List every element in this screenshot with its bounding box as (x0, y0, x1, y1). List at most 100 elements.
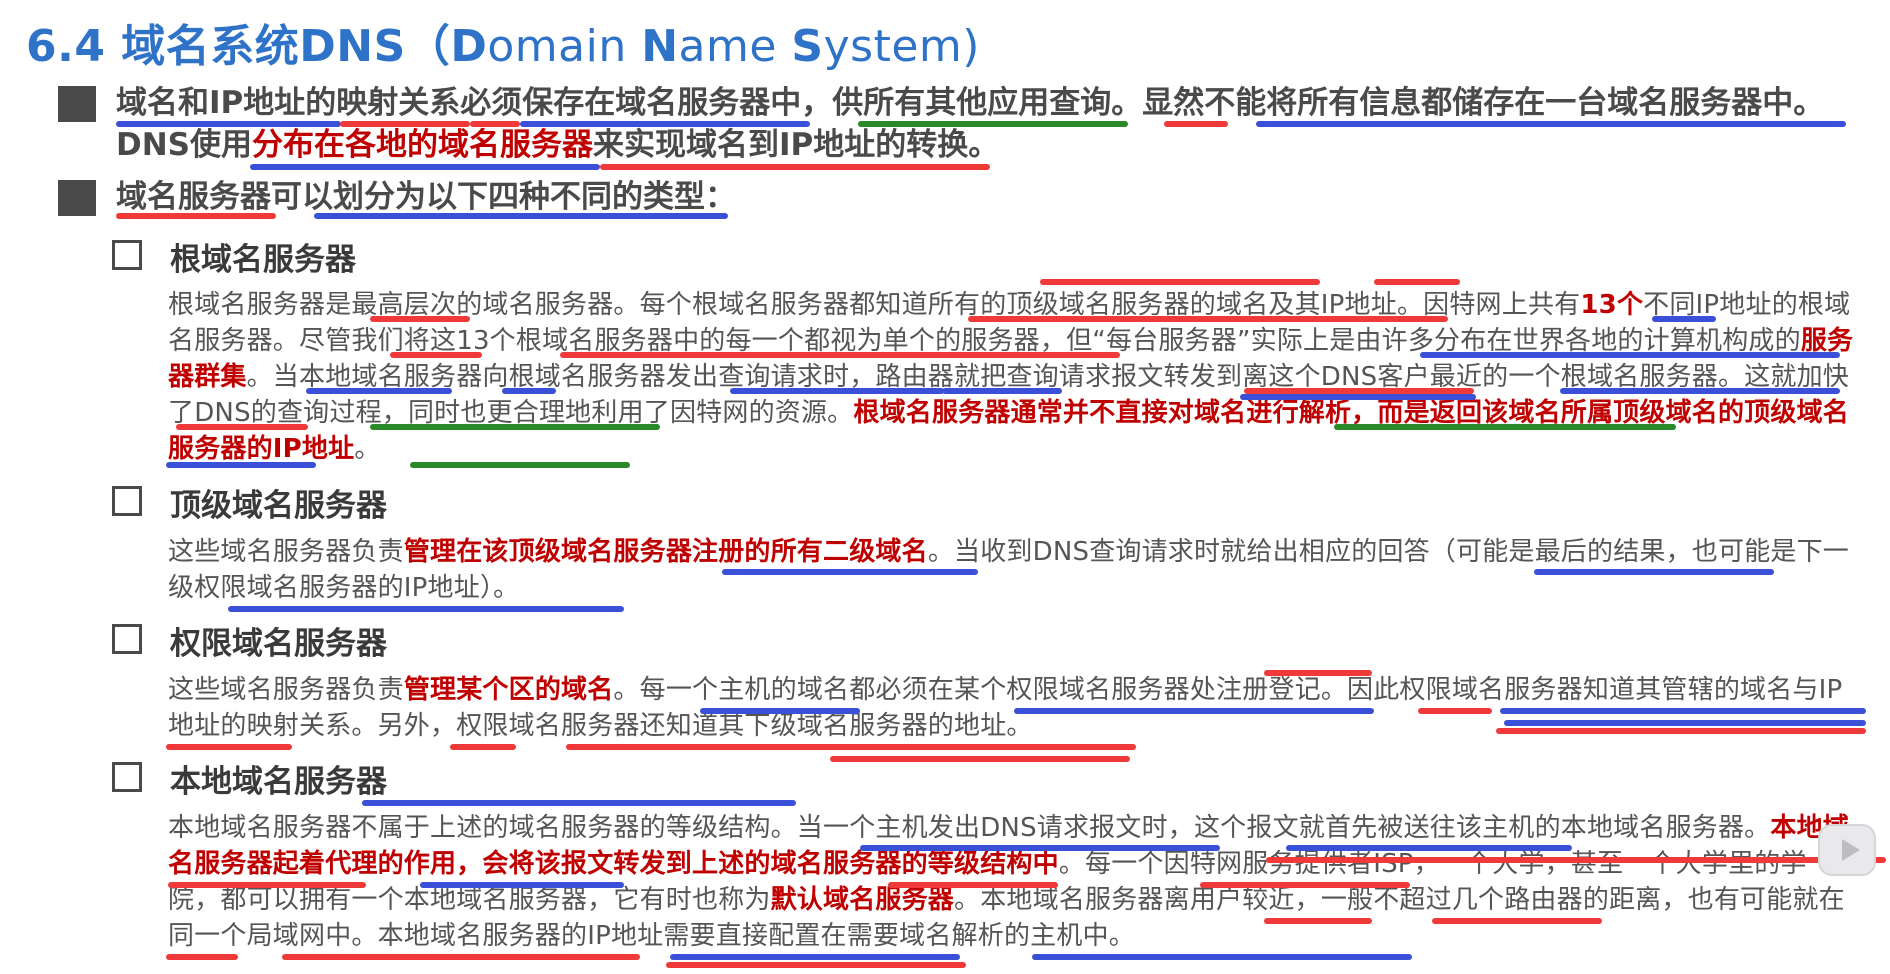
title-letter-s: S (791, 21, 824, 72)
bullet-paragraph-1: 域名和IP地址的映射关系必须保存在域名服务器中，供所有其他应用查询。显然不能将所… (116, 82, 1856, 166)
underline-mark (1500, 708, 1866, 714)
underline-mark (968, 316, 1448, 322)
underline-mark (1040, 279, 1320, 285)
title-letter-d: D (450, 21, 488, 72)
underline-mark (1534, 569, 1774, 575)
underline-mark (450, 744, 516, 750)
underline-mark (166, 954, 238, 960)
underline-mark (314, 213, 728, 219)
underline-mark (888, 882, 1058, 888)
bullet-2-text: 域名服务器可以划分为以下四种不同的类型： (116, 179, 736, 215)
underline-mark (410, 462, 630, 468)
checkbox-square-icon (112, 624, 142, 654)
underline-mark (1164, 121, 1228, 127)
underline-mark (600, 164, 990, 170)
title-word-omain: omain (487, 21, 642, 72)
underline-mark (1560, 388, 1840, 394)
page-title: 6.4 域名系统DNS（Domain Name System) (26, 10, 980, 74)
underline-mark (1286, 845, 1572, 851)
underline-mark (858, 121, 1128, 127)
underline-mark (830, 756, 1130, 762)
underline-mark (1256, 121, 1846, 127)
underline-mark (116, 121, 341, 127)
underline-mark (1334, 424, 1676, 430)
underline-mark (520, 121, 810, 127)
underline-mark (250, 164, 600, 170)
underline-mark (1652, 316, 1716, 322)
title-word-ame: ame (678, 21, 792, 72)
underline-mark (942, 388, 1062, 394)
checkbox-square-icon (112, 762, 142, 792)
underline-mark (700, 708, 860, 714)
root-text-2: 不同IP地址的根域名服务器。尽管我们将这13个根域名服务器中的每一个都视为单个的… (168, 290, 1851, 356)
underline-mark (340, 121, 470, 127)
checkbox-square-icon (112, 486, 142, 516)
underline-mark (166, 462, 316, 468)
underline-mark (722, 569, 978, 575)
underline-mark (168, 882, 366, 888)
underline-mark (1432, 918, 1602, 924)
section-heading-tld: 顶级域名服务器 (170, 488, 387, 524)
underline-mark (566, 744, 1136, 750)
auth-emphasis-1: 管理某个区的域名 (403, 675, 614, 705)
play-icon[interactable] (1818, 824, 1876, 876)
section-heading-root: 根域名服务器 (170, 242, 356, 278)
underline-mark (1266, 857, 1886, 863)
title-prefix: 6.4 域名系统DNS（ (26, 21, 451, 72)
bullet-1-text-a: DNS使用 (116, 127, 253, 163)
root-text-4: 。 (354, 434, 381, 464)
underline-mark (390, 352, 482, 358)
underline-mark (1264, 670, 1372, 676)
underline-mark (860, 845, 1220, 851)
underline-mark (282, 954, 640, 960)
tld-text-2: 。当收到DNS查询请求时就给出相应的回答（可能是最后的结果，也可能是下一级权限域… (168, 537, 1850, 603)
underline-mark (560, 352, 1120, 358)
root-emphasis-2: 服务器群集 (168, 326, 1854, 392)
bullet-paragraph-2: 域名服务器可以划分为以下四种不同的类型： (116, 176, 1856, 218)
bullet-square-icon (58, 86, 96, 122)
local-text-1: 本地域名服务器不属于上述的域名服务器的等级结构。当一个主机发出DNS请求报文时，… (168, 813, 1771, 843)
local-text-3: 。本地域名服务器离用户较近，一般不超过几个路由器的距离，也有可能就在同一个局域网… (168, 885, 1845, 951)
root-text-3: 。当本地域名服务器向根域名服务器发出查询请求时，路由器就把查询请求报文转发到离这… (168, 362, 1849, 428)
underline-mark (1264, 918, 1372, 924)
auth-text-1: 这些域名服务器负责 (168, 675, 404, 705)
local-emphasis-1: 本地域名服务器起着代理的作用，会将该报文转发到上述的域名服务器的等级结构中 (168, 813, 1849, 879)
underline-mark (370, 424, 660, 430)
underline-mark (1200, 882, 1410, 888)
tld-emphasis-1: 管理在该顶级域名服务器注册的所有二级域名 (403, 537, 928, 567)
underline-mark (166, 744, 292, 750)
underline-mark (306, 388, 452, 394)
section-heading-local: 本地域名服务器 (170, 764, 387, 800)
local-text-2: 。每一个因特网服务提供者ISP，一个大学，甚至一个大学里的学院，都可以拥有一个本… (168, 849, 1807, 915)
underline-mark (1504, 720, 1866, 726)
root-emphasis-1: 13个 (1580, 290, 1644, 320)
underline-mark (370, 316, 470, 322)
underline-mark (362, 800, 796, 806)
root-text-1: 根域名服务器是最高层次的域名服务器。每个根域名服务器都知道所有的顶级域名服务器的… (168, 290, 1581, 320)
underline-mark (1420, 352, 1840, 358)
underline-mark (116, 213, 276, 219)
bullet-square-icon (58, 180, 96, 216)
underline-mark (1374, 279, 1460, 285)
underline-mark (666, 962, 966, 968)
section-body-tld: 这些域名服务器负责管理在该顶级域名服务器注册的所有二级域名。当收到DNS查询请求… (168, 534, 1858, 606)
bullet-1-text-c: 来实现域名到IP地址的转换。 (593, 127, 1000, 163)
underline-mark (1032, 954, 1412, 960)
section-body-root: 根域名服务器是最高层次的域名服务器。每个根域名服务器都知道所有的顶级域名服务器的… (168, 287, 1858, 467)
underline-mark (1418, 708, 1492, 714)
title-word-ystem: ystem) (823, 21, 980, 72)
underline-mark (1014, 708, 1374, 714)
underline-mark (1496, 728, 1866, 734)
tld-text-1: 这些域名服务器负责 (168, 537, 404, 567)
underline-mark (730, 388, 944, 394)
bullet-1-line-1: 域名和IP地址的映射关系必须保存在域名服务器中，供所有其他应用查询。显然不能将所… (116, 85, 1825, 121)
section-body-local: 本地域名服务器不属于上述的域名服务器的等级结构。当一个主机发出DNS请求报文时，… (168, 810, 1858, 954)
underline-mark (1240, 394, 1476, 400)
bullet-1-emphasis: 分布在各地的域名服务器 (252, 127, 594, 163)
underline-mark (420, 882, 624, 888)
title-letter-n: N (641, 21, 679, 72)
section-heading-authoritative: 权限域名服务器 (170, 626, 387, 662)
underline-mark (502, 388, 556, 394)
underline-mark (470, 121, 520, 127)
